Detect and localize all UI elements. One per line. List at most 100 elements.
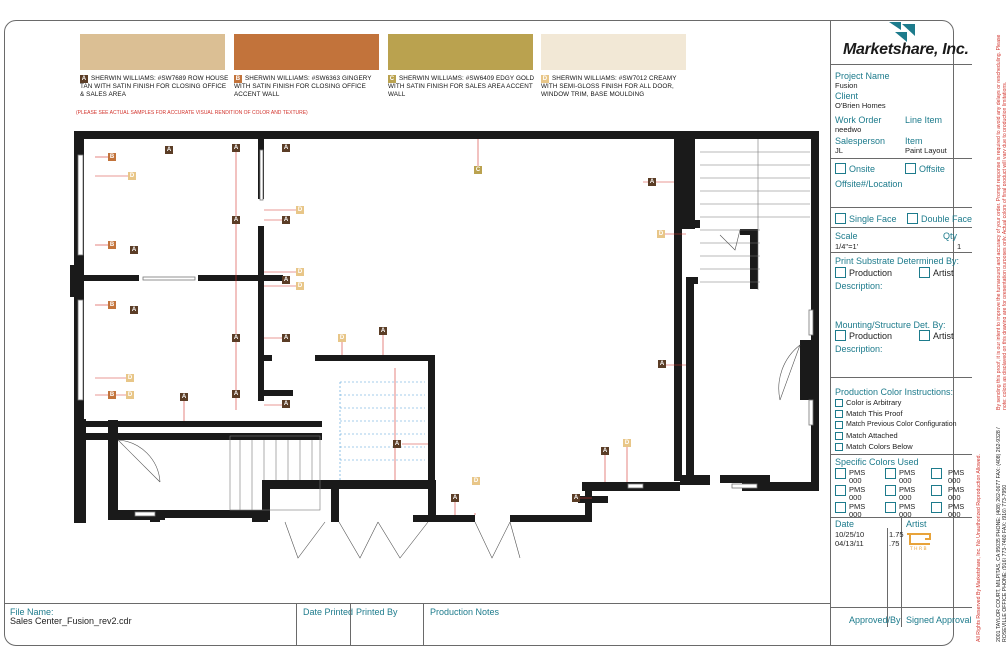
pms-number: 000 [849, 510, 862, 519]
mounting-artist-checkbox[interactable] [919, 330, 930, 341]
drawing-sheet [4, 20, 954, 646]
tag-a: A [232, 334, 240, 342]
approved-by-label: Approved/By [849, 615, 901, 625]
pms-number: 000 [948, 476, 961, 485]
pms-checkbox[interactable] [931, 485, 942, 496]
tag-a: A [282, 276, 290, 284]
substrate-artist-label: Artist [933, 268, 954, 278]
divider [831, 158, 972, 159]
pms-checkbox[interactable] [885, 485, 896, 496]
swatch-d [541, 34, 686, 70]
version-entry: .75 [889, 539, 900, 548]
color-arbitrary-checkbox[interactable] [835, 399, 843, 407]
file-name: Sales Center_Fusion_rev2.cdr [10, 616, 132, 626]
mounting-artist-label: Artist [933, 331, 954, 341]
swatch-d-text: SHERWIN WILLIAMS: #SW7012 CREAMY WITH SE… [541, 75, 677, 98]
company-logo: Marketshare, Inc. [843, 41, 969, 58]
tag-d: D [338, 334, 346, 342]
tag-d: D [126, 391, 134, 399]
swatch-a-text: SHERWIN WILLIAMS: #SW7689 ROW HOUSE TAN … [80, 75, 229, 98]
pms-checkbox[interactable] [885, 502, 896, 513]
tag-a: A [282, 334, 290, 342]
pms-checkbox[interactable] [931, 502, 942, 513]
match-previous-checkbox[interactable] [835, 421, 843, 429]
tag-b: B [108, 391, 116, 399]
onsite-label: Onsite [849, 164, 876, 174]
client-value: O'Brien Homes [835, 101, 886, 110]
single-face-checkbox[interactable] [835, 213, 846, 224]
double-face-checkbox[interactable] [907, 213, 918, 224]
single-face-label: Single Face [849, 214, 897, 224]
footer: File Name: Sales Center_Fusion_rev2.cdr … [4, 603, 830, 646]
col-divider [296, 604, 297, 646]
tag-a: A [572, 494, 580, 502]
pms-checkbox[interactable] [835, 485, 846, 496]
swatch-a [80, 34, 225, 70]
pms-checkbox[interactable] [885, 468, 896, 479]
version-entry: 1.75 [889, 530, 904, 539]
signed-approval-label: Signed Approval [906, 615, 972, 625]
match-colors-below-checkbox[interactable] [835, 443, 843, 451]
tag-a: A [282, 216, 290, 224]
tag-a: A [393, 440, 401, 448]
match-colors-below-label: Match Colors Below [846, 442, 913, 451]
match-proof-checkbox[interactable] [835, 410, 843, 418]
offsite-label: Offsite [919, 164, 945, 174]
mounting-production-label: Production [849, 331, 893, 341]
salesperson-value: JL [835, 146, 843, 155]
substrate-production-checkbox[interactable] [835, 267, 846, 278]
client-label: Client [835, 91, 859, 101]
title-block: Marketshare, Inc. Project Name Fusion Cl… [830, 20, 972, 646]
tag-a: A [451, 494, 459, 502]
color-arbitrary-label: Color is Arbitrary [846, 398, 902, 407]
divider [831, 64, 972, 65]
pms-number: 000 [899, 510, 912, 519]
production-notes-label: Production Notes [430, 607, 500, 617]
divider [831, 207, 972, 208]
divider [831, 454, 972, 455]
tag-d: D [472, 477, 480, 485]
rights-reserved: All Rights Reserved By Marketshare, Inc.… [976, 454, 982, 642]
divider [831, 252, 972, 253]
tag-a: A [601, 447, 609, 455]
tag-a: A [379, 327, 387, 335]
col-divider [887, 528, 888, 627]
company-address: 2001 TAYLOR COURT, MILPITAS, CA 95035 PH… [996, 427, 1006, 642]
mounting-production-checkbox[interactable] [835, 330, 846, 341]
side-legal-text: By sending this proof, it is our intent … [972, 20, 1006, 646]
samples-note: (PLEASE SEE ACTUAL SAMPLES FOR ACCURATE … [76, 110, 308, 116]
salesperson-label: Salesperson [835, 136, 886, 146]
tag-a: A [282, 400, 290, 408]
swatch-c-text: SHERWIN WILLIAMS: #SW6409 EDGY GOLD WITH… [388, 75, 535, 98]
offsite-checkbox[interactable] [905, 163, 916, 174]
swatch-c [388, 34, 533, 70]
svg-text:T H R B: T H R B [909, 546, 927, 550]
tag-a: A [232, 390, 240, 398]
pms-label: PMS [948, 485, 965, 494]
qty-label: Qty [943, 231, 958, 241]
project-label: Project Name [835, 71, 890, 81]
date-label: Date [835, 519, 855, 529]
onsite-checkbox[interactable] [835, 163, 846, 174]
project-value: Fusion [835, 81, 858, 90]
item-label: Item [905, 136, 923, 146]
color-instructions-label: Production Color Instructions: [835, 387, 954, 397]
mounting-description-label: Description: [835, 344, 883, 354]
pms-checkbox[interactable] [835, 468, 846, 479]
pms-number: 000 [849, 476, 862, 485]
pms-number: 000 [849, 493, 862, 502]
tag-d: D [126, 374, 134, 382]
pms-number: 000 [948, 510, 961, 519]
badge-c: C [388, 75, 396, 83]
pms-label: PMS [899, 485, 916, 494]
divider [831, 607, 972, 608]
pms-checkbox[interactable] [931, 468, 942, 479]
match-attached-checkbox[interactable] [835, 432, 843, 440]
file-name-label: File Name: [10, 607, 54, 617]
substrate-artist-checkbox[interactable] [919, 267, 930, 278]
substrate-production-label: Production [849, 268, 893, 278]
pms-label: PMS [849, 502, 866, 511]
pms-checkbox[interactable] [835, 502, 846, 513]
